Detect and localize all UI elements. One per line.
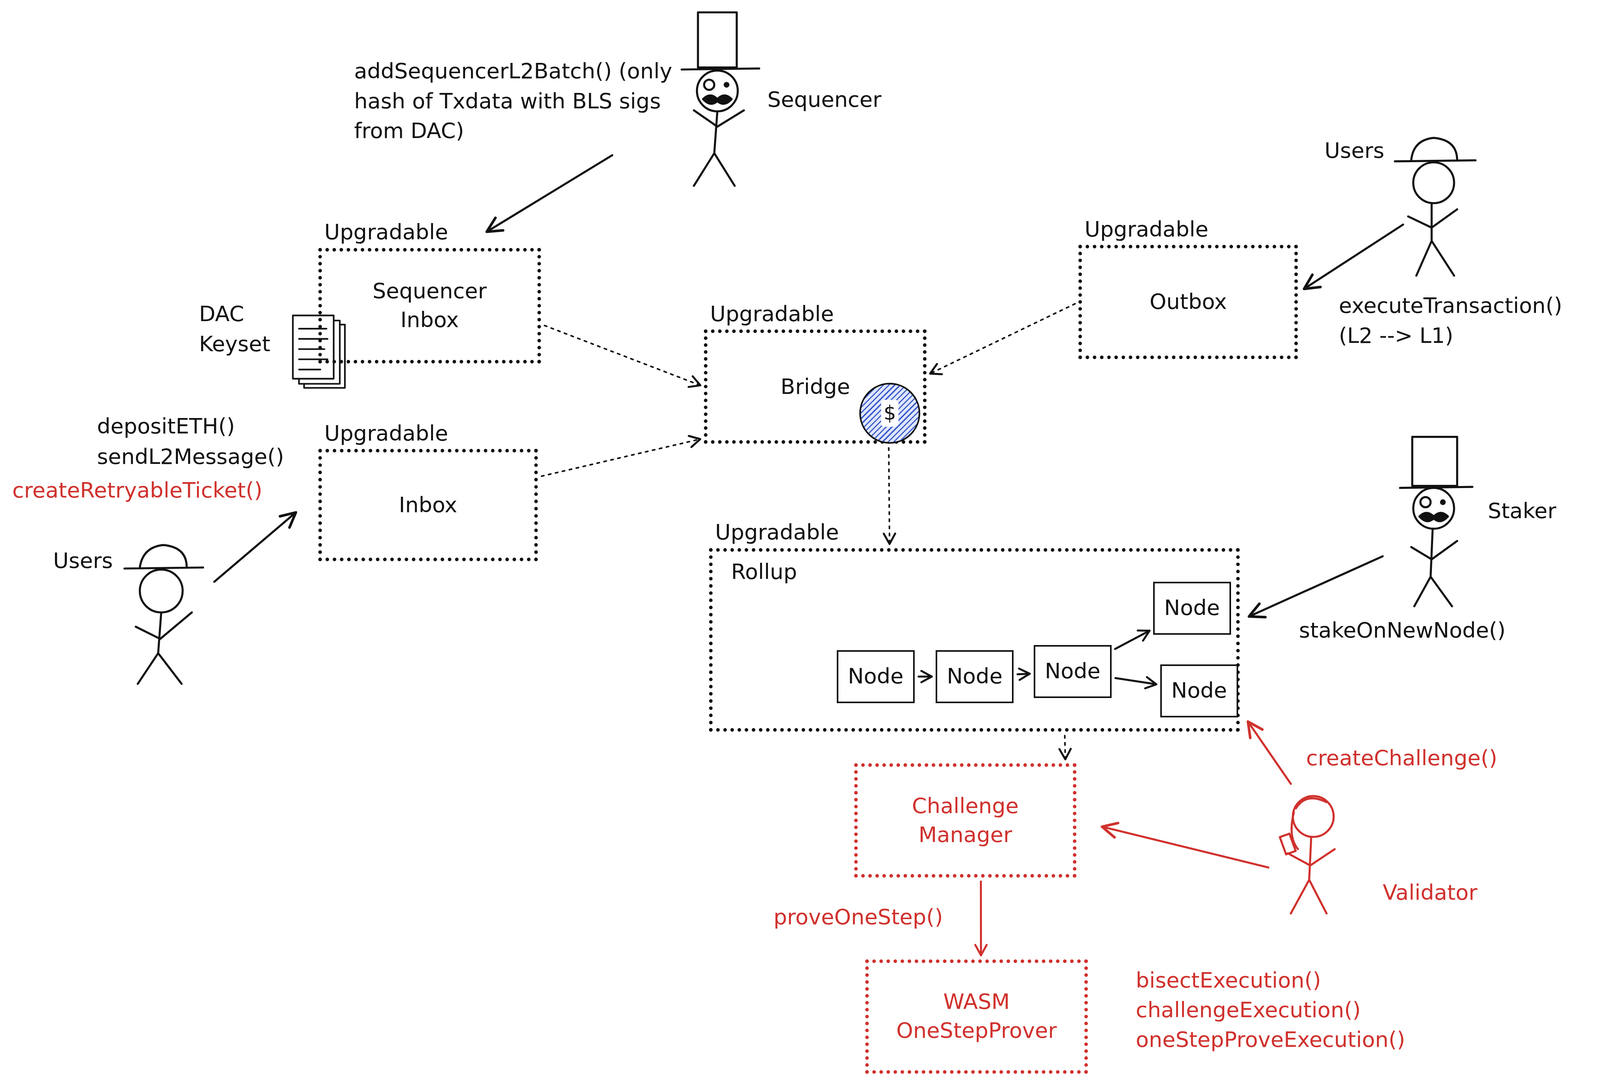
dotted-connector [541,438,701,477]
box-label: Node [847,661,904,691]
box-label: Outbox [1149,287,1228,317]
arrow-head [1019,668,1030,681]
annotation-label: Sequencer [767,84,882,115]
annotation-label: stakeOnNewNode() [1299,615,1506,646]
function-call-label: bisectExecution() [1135,965,1322,996]
rollup-node-box: Node [836,650,915,704]
annotation-label: Staker [1487,495,1557,526]
annotation-label: addSequencerL2Batch() (only hash of Txda… [353,56,691,146]
arrow-connector [1115,630,1150,649]
dotted-container-box: UpgradableRollupNodeNodeNodeNodeNode [709,548,1240,732]
actor-arrows [214,155,1404,868]
arrow-head [1059,748,1071,760]
annotation-label: DAC Keyset [198,298,296,359]
edge-label: proveOneStep() [773,902,944,933]
rollup-node-box: Node [1033,644,1112,698]
box-label: WASM OneStepProver [879,987,1074,1046]
rollup-node-box: Node [1160,664,1239,718]
box-heading: Upgradable [709,300,834,328]
dotted-container-box: UpgradableBridge$ [703,329,927,444]
function-call-label: oneStepProveExecution() [1135,1024,1406,1055]
staker-figure [1399,436,1473,607]
box-heading: Upgradable [324,419,449,448]
dotted-connector [544,325,701,386]
rollup-node-box: Node [1153,581,1232,635]
function-call-label: Validator [1382,877,1478,908]
box-label: Node [1044,656,1101,686]
annotation-label: Users [52,545,113,576]
dotted-connector [888,447,890,544]
annotation-label: depositETH() [96,411,235,442]
box-label: Node [946,661,1003,691]
box-label: Challenge Manager [888,791,1042,850]
dotted-connector [930,303,1075,374]
validator-figure [1279,796,1335,914]
arrow-head [688,376,701,388]
box-label: Inbox [399,490,458,520]
annotation-label: executeTransaction() (L2 --> L1) [1338,290,1584,351]
box-label: Rollup [731,557,798,587]
dotted-container-box: UpgradableInbox [318,448,538,562]
dotted-connector [1064,735,1066,760]
sequencer-figure [681,12,760,186]
annotation-label: Users [1324,135,1385,166]
users-figure [1394,138,1476,276]
box-label: Node [1171,676,1228,706]
users-figure [124,544,204,684]
dotted-container-box: UpgradableSequencer Inbox [318,247,541,364]
arrow-head [921,670,932,683]
arrow-head [975,944,987,956]
box-label: Sequencer Inbox [358,276,502,335]
annotation-label: sendL2Message() [96,441,284,472]
box-heading: Upgradable [324,218,449,246]
arrow-head [930,363,942,375]
arrow-head [1145,677,1157,689]
box-label: Node [1164,593,1220,623]
dotted-container-box: Challenge Manager [854,763,1077,878]
coin-circle: $ [859,382,921,445]
arrow-head [1137,630,1150,641]
box-label: Bridge [780,372,851,402]
arrow-head [883,533,896,544]
function-call-label: createRetryableTicket() [12,475,263,506]
box-heading: Upgradable [714,518,839,547]
function-call-label: createChallenge() [1306,743,1498,774]
rollup-node-box: Node [935,650,1014,704]
box-label: $ [881,399,899,427]
arrow-head [688,435,701,447]
arrow-connector [979,881,982,956]
function-call-label: challengeExecution() [1135,994,1361,1026]
dotted-container-box: UpgradableOutbox [1078,244,1298,360]
box-heading: Upgradable [1084,215,1209,244]
dotted-container-box: WASM OneStepProver [865,959,1088,1074]
